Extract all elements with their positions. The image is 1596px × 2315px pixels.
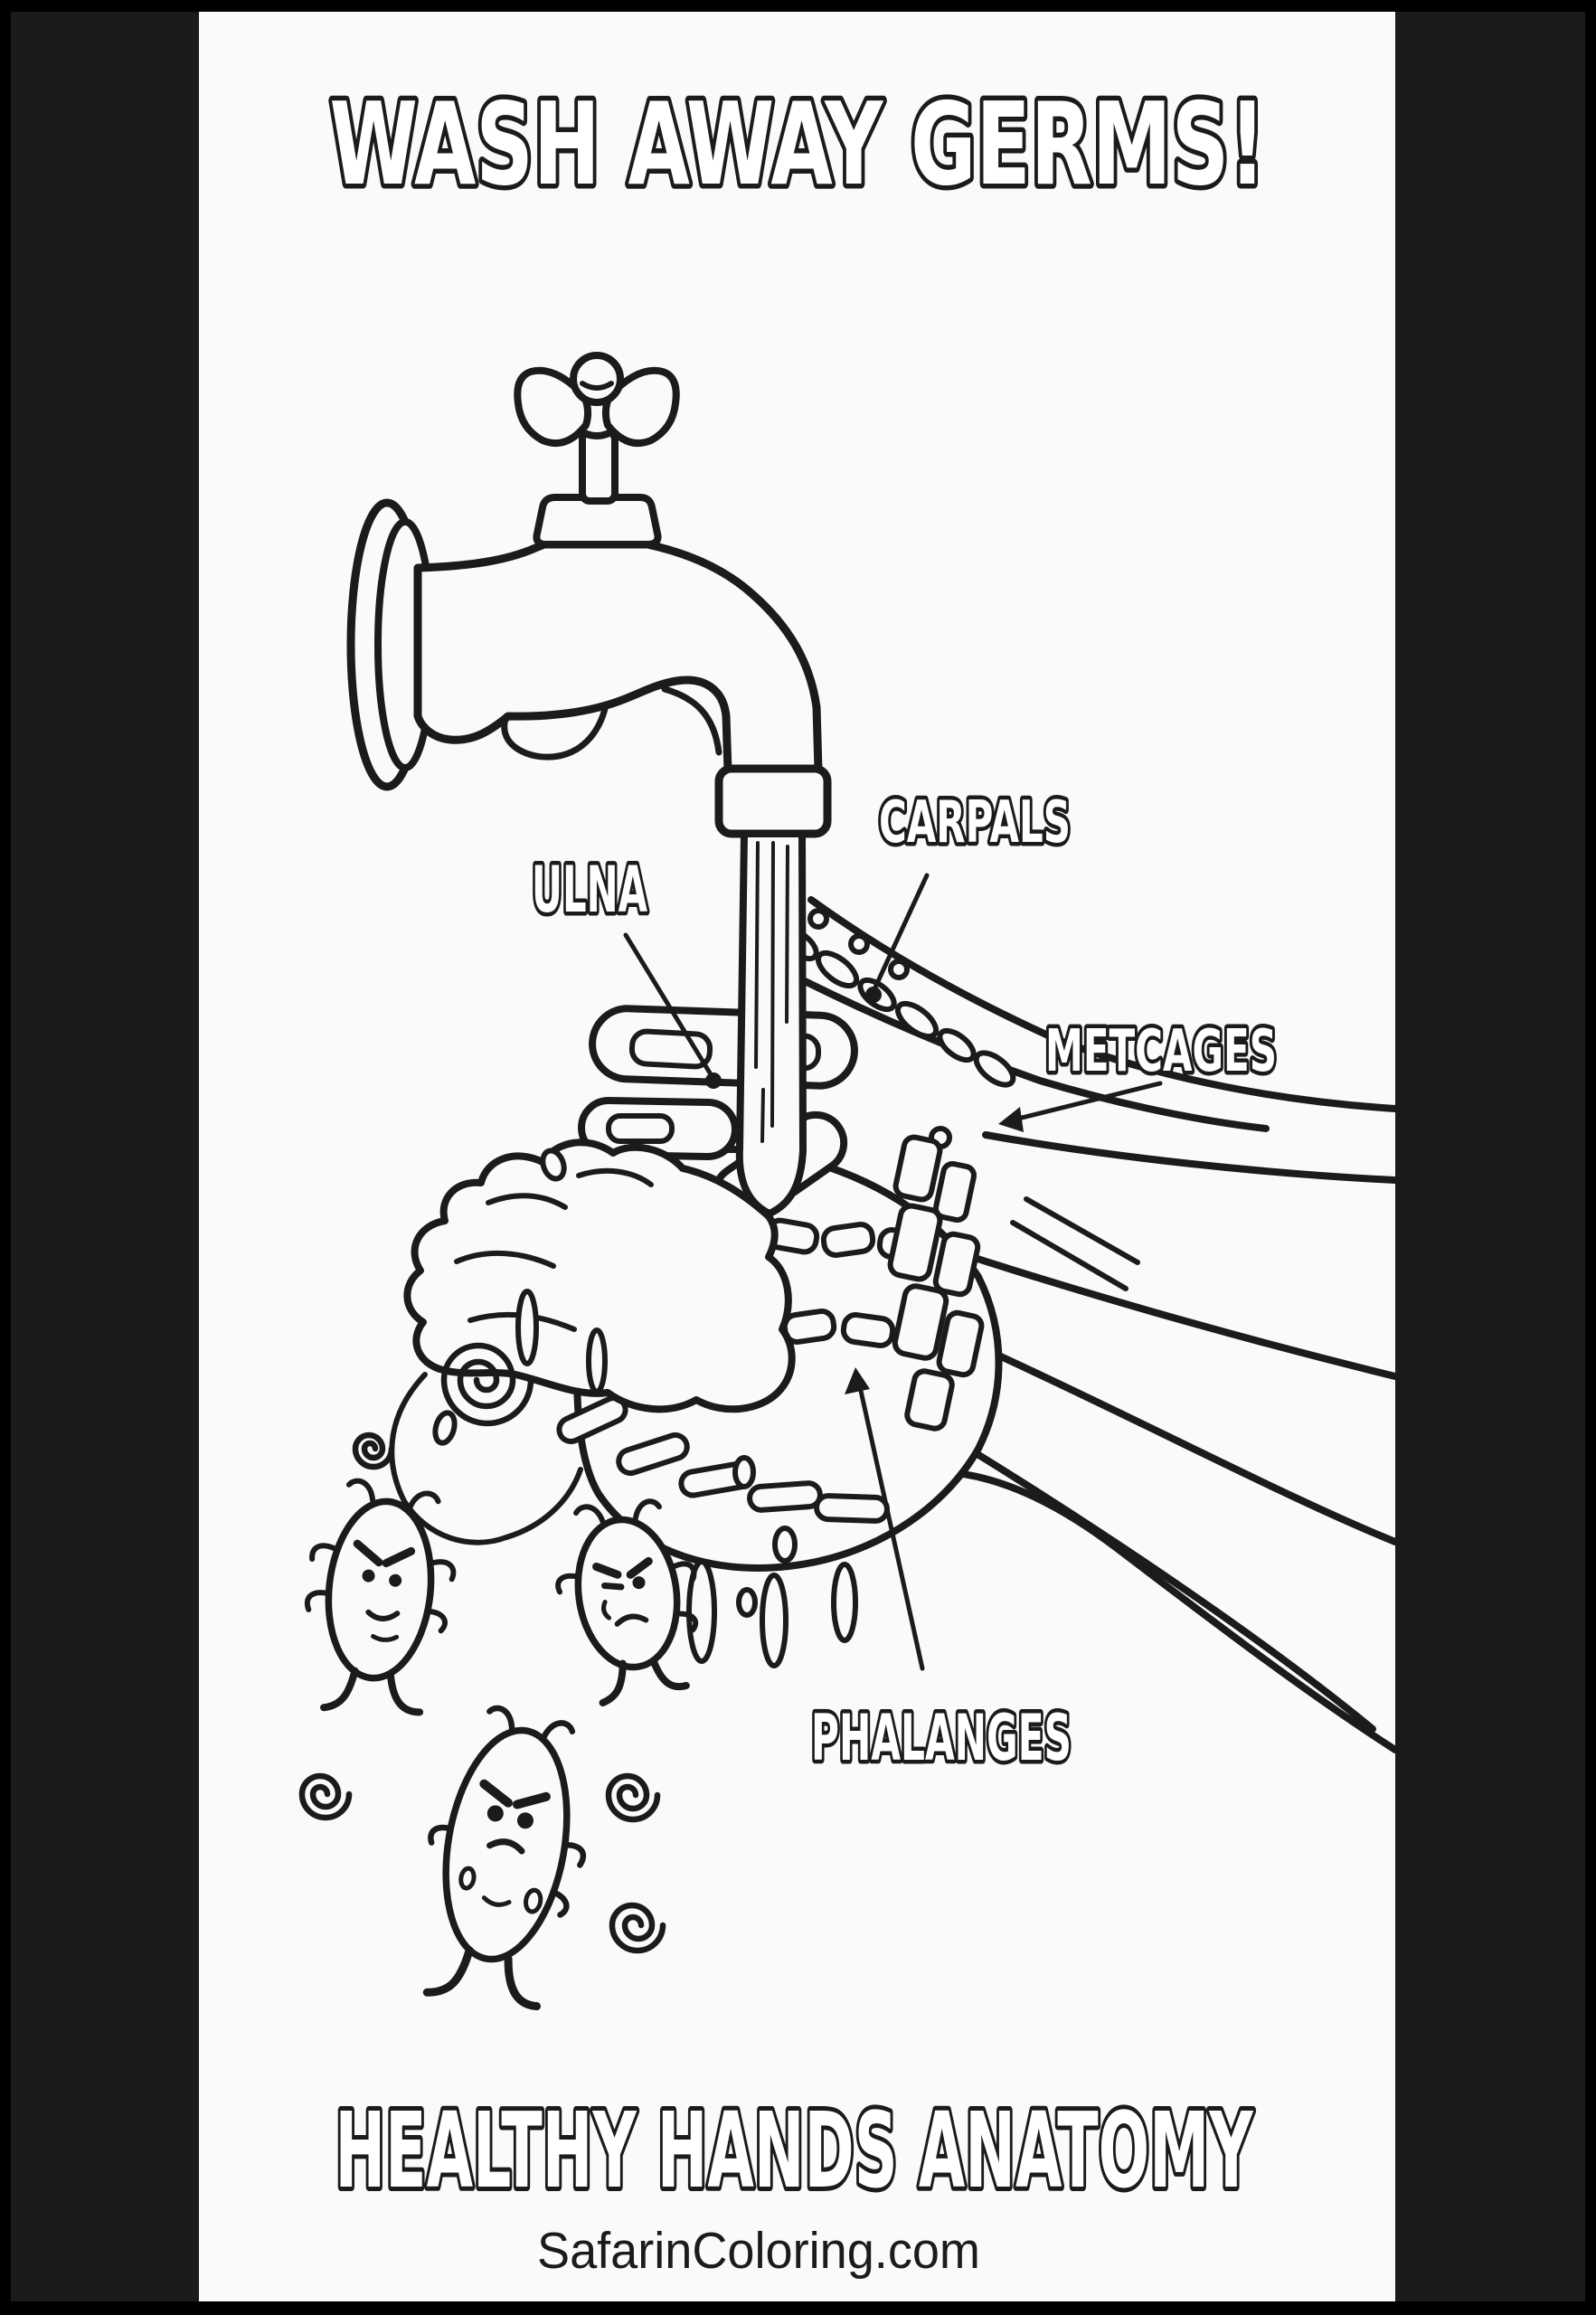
germ-character-1 [304, 1478, 457, 1716]
germ-3-eye-left [486, 1805, 504, 1822]
phalanges-leader-line [858, 1388, 925, 1671]
label-carpals: CARPALS [879, 789, 1071, 856]
arm-line-2 [968, 1253, 1399, 1380]
faucet-chin-curve [501, 702, 609, 761]
metacarpals-leader-arrow [998, 1107, 1024, 1132]
germ-1-mouth [365, 1609, 401, 1621]
germ-3-sweat-drop [458, 1866, 477, 1891]
arm-line-3 [977, 1344, 1399, 1545]
wrist-crease-2 [1024, 1196, 1140, 1265]
phalanges-leader-arrow [845, 1367, 870, 1394]
handle-right-wing [601, 366, 680, 448]
germ-1-spikes [304, 1478, 457, 1634]
faucet-bonnet [533, 494, 662, 548]
germ-3-sweat-drop-2 [524, 1887, 543, 1914]
germ-2-mouth [614, 1613, 649, 1627]
wrist-bones [887, 1126, 985, 1432]
faucet-nozzle [714, 764, 832, 838]
germ-1-eye-right [389, 1573, 402, 1587]
hand-inner-contour [792, 973, 1270, 1132]
handle-left-wing [514, 366, 592, 448]
germ-2-brows [592, 1556, 653, 1579]
swirl-germ-left [298, 1772, 353, 1821]
germ-1-brows [353, 1539, 416, 1568]
germ-2-cheek-line [601, 1600, 612, 1620]
swirl-decorations [298, 1342, 666, 1954]
faucet-spout-inner-line [661, 685, 722, 756]
swirl-large [440, 1342, 534, 1427]
label-phalanges: PHALANGES [811, 1701, 1072, 1775]
germ-3-mouth [486, 1838, 525, 1855]
faucet-stem [579, 429, 619, 505]
arm-line-4 [962, 1443, 1376, 1733]
flying-droplets [432, 1148, 798, 1618]
splash-blob [403, 1139, 796, 1413]
swirl-germ-right [605, 1772, 661, 1823]
swirl-small-left [352, 1432, 395, 1470]
faucet-body [413, 540, 823, 775]
website-credit: SafarinColoring.com [537, 2222, 980, 2280]
label-metacarpals: METCAGES [1045, 1018, 1277, 1085]
handle-cap-line [580, 381, 614, 391]
handle-top-cap [570, 352, 624, 406]
poster-title: WASH AWAY GERMS! [330, 78, 1266, 211]
germ-2-spikes [555, 1498, 699, 1633]
germ-3-smile-line [481, 1895, 512, 1907]
germ-1-chin-line [371, 1634, 400, 1642]
poster-footer: HEALTHY HANDS ANATOMY [335, 2091, 1254, 2212]
water-column-streaks [754, 841, 789, 1143]
germ-3-eye-right [516, 1812, 534, 1829]
germ-1-eye-left [362, 1569, 375, 1583]
carpals-leader-dot [865, 987, 882, 1003]
splash-motion-lines [389, 1167, 654, 1545]
hanging-drips [515, 1289, 858, 1668]
swirl-bottom [609, 1902, 666, 1954]
germ-1-legs [320, 1667, 424, 1716]
wrist-crease-1 [1010, 1220, 1129, 1291]
arm-line-1 [982, 1131, 1399, 1184]
finger-lower-bone [606, 1113, 675, 1144]
germ-2-legs [599, 1657, 690, 1706]
ulna-leader-dot [705, 1072, 722, 1089]
ulna-leader-line [623, 932, 716, 1082]
germ-2-eye-right [632, 1576, 646, 1590]
finger-upper-bone-1 [628, 1028, 713, 1070]
water-stream [389, 830, 858, 1668]
label-leaders [623, 873, 1163, 1671]
metacarpals-leader-line [1012, 1081, 1163, 1122]
germ-character-3 [422, 1705, 587, 2011]
carpals-leader-line [871, 873, 930, 994]
germ-2-eye-left [601, 1582, 625, 1591]
germ-2-body [574, 1516, 681, 1671]
faucet-illustration [346, 352, 832, 838]
germ-character-2 [555, 1498, 699, 1706]
label-ulna: ULNA [532, 853, 647, 927]
germ-3-legs [422, 1946, 542, 2011]
hand-top-contour [807, 896, 1399, 1112]
germ-3-brows [479, 1779, 551, 1809]
